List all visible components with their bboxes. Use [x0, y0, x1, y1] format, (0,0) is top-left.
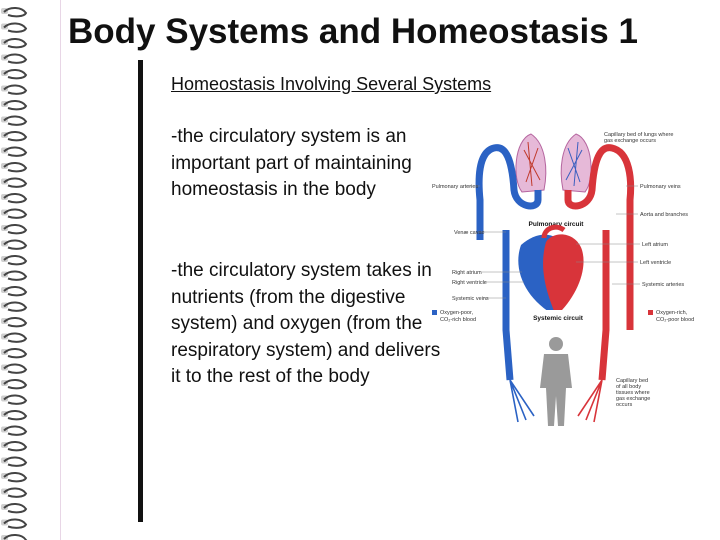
label-systemic-veins: Systemic veins — [452, 296, 489, 302]
systemic-vein-vessel — [502, 230, 514, 381]
slide-subtitle: Homeostasis Involving Several Systems — [171, 74, 492, 94]
label-vena-cavae: Venæ cavae — [454, 230, 485, 236]
spiral-ring — [3, 441, 28, 452]
label-capillary-body-3: tissues where — [616, 390, 650, 396]
spiral-ring — [3, 348, 28, 359]
paragraph-nutrient-delivery: -the circulatory system takes in nutrien… — [171, 260, 441, 387]
spiral-ring — [3, 301, 28, 312]
spiral-ring — [3, 503, 28, 514]
spiral-ring — [3, 534, 28, 540]
spiral-ring — [3, 425, 28, 436]
label-capillary-body-4: gas exchange — [616, 396, 650, 402]
spiral-ring — [3, 146, 28, 157]
spiral-ring — [3, 193, 28, 204]
label-pulmonary-veins: Pulmonary veins — [640, 184, 681, 190]
spiral-ring — [3, 177, 28, 188]
label-capillary-body-5: occurs — [616, 402, 632, 408]
spiral-ring — [3, 332, 28, 343]
circulatory-diagram-svg: Pulmonary circuit Systemic circuit Capil… — [432, 132, 694, 426]
systemic-circuit-label: Systemic circuit — [533, 315, 584, 322]
legend-oxygen-rich-1: Oxygen-rich, — [656, 310, 688, 316]
legend-swatch-oxygen-poor — [432, 310, 437, 315]
spiral-ring — [3, 162, 28, 173]
spiral-ring — [3, 363, 28, 374]
systemic-circuit-box — [522, 310, 594, 324]
legend-oxygen-poor-1: Oxygen-poor, — [440, 310, 473, 316]
label-systemic-arteries: Systemic arteries — [642, 282, 684, 288]
label-right-atrium: Right atrium — [452, 270, 482, 276]
systemic-artery-vessel — [598, 230, 610, 381]
spiral-ring — [3, 255, 28, 266]
pulmonary-circuit-box — [516, 216, 596, 230]
label-pulmonary-arteries: Pulmonary arteries — [432, 184, 478, 190]
pulmonary-circuit-label: Pulmonary circuit — [529, 221, 585, 228]
legend-oxygen-poor-2: CO₂-rich blood — [440, 317, 476, 323]
page-margin-line — [60, 0, 61, 540]
label-aorta: Aorta and branches — [640, 212, 688, 218]
human-figure — [540, 337, 572, 426]
spiral-ring — [3, 472, 28, 483]
slide-title: Body Systems and Homeostasis 1 — [68, 12, 638, 51]
spiral-ring — [3, 22, 28, 33]
spiral-ring — [3, 456, 28, 467]
spiral-ring — [3, 131, 28, 142]
spiral-ring — [3, 208, 28, 219]
spiral-ring — [3, 379, 28, 390]
spiral-ring — [3, 224, 28, 235]
spiral-ring — [3, 7, 28, 18]
pulmonary-artery-vessel — [475, 144, 542, 240]
lungs — [515, 133, 592, 193]
label-capillary-lungs-1: Capillary bed of lungs where — [604, 132, 673, 138]
spiral-ring — [3, 518, 28, 529]
spiral-ring — [3, 53, 28, 64]
spiral-ring — [3, 270, 28, 281]
label-capillary-lungs-2: gas exchange occurs — [604, 138, 656, 144]
label-capillary-body-2: of all body — [616, 384, 641, 390]
spiral-ring — [3, 394, 28, 405]
spiral-ring — [3, 487, 28, 498]
spiral-ring — [3, 115, 28, 126]
margin-rule — [138, 60, 143, 522]
legend-swatch-oxygen-rich — [648, 310, 653, 315]
spiral-ring — [3, 100, 28, 111]
pulmonary-vein-vessel — [564, 144, 635, 330]
label-right-ventricle: Right ventricle — [452, 280, 487, 286]
paragraph-circulatory-homeostasis: -the circulatory system is an important … — [171, 126, 412, 200]
spiral-ring — [3, 84, 28, 95]
heart — [518, 224, 584, 316]
legend-oxygen-rich-2: CO₂-poor blood — [656, 317, 694, 323]
body-capillary-bed — [509, 379, 603, 423]
spiral-ring — [3, 410, 28, 421]
spiral-ring — [3, 286, 28, 297]
label-capillary-body-1: Capillary bed — [616, 378, 648, 384]
label-left-atrium: Left atrium — [642, 242, 668, 248]
label-left-ventricle: Left ventricle — [640, 260, 671, 266]
spiral-ring — [3, 317, 28, 328]
spiral-binding — [1, 7, 28, 540]
circulatory-diagram: Pulmonary circuit Systemic circuit Capil… — [426, 120, 716, 430]
spiral-ring — [3, 38, 28, 49]
spiral-ring — [3, 239, 28, 250]
spiral-ring — [3, 69, 28, 80]
